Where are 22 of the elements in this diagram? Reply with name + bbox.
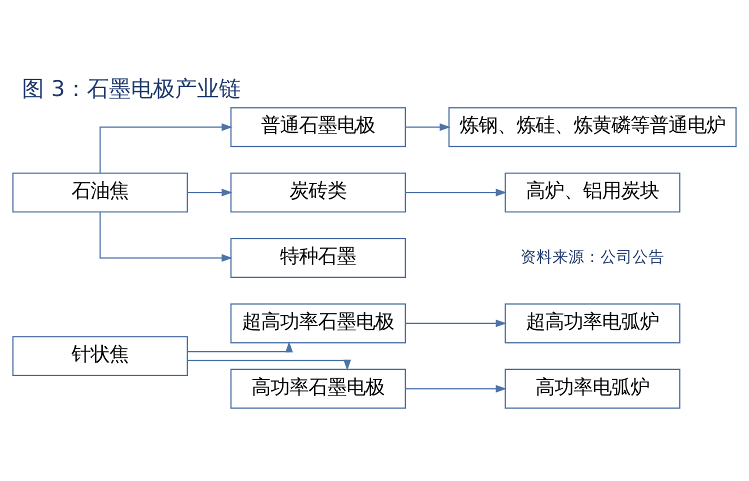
node-box: 炭砖类 xyxy=(230,172,406,212)
caption: 资料来源：公司公告 xyxy=(520,246,665,266)
node-box: 炼钢、炼硅、炼黄磷等普通电炉 xyxy=(448,106,737,147)
arrow xyxy=(406,319,507,327)
node-box: 超高功率石墨电极 xyxy=(230,302,406,343)
node-box: 石油焦 xyxy=(12,172,188,212)
diagram-title: 图 3：石墨电极产业链 xyxy=(22,76,242,102)
node-box: 超高功率电弧炉 xyxy=(504,302,680,343)
arrow xyxy=(187,340,293,352)
node-box: 针状焦 xyxy=(12,336,188,376)
node-box: 特种石墨 xyxy=(230,237,406,278)
node-box: 高功率电弧炉 xyxy=(504,368,680,408)
arrow xyxy=(406,384,507,392)
arrow xyxy=(406,122,451,130)
node-box: 普通石墨电极 xyxy=(230,106,406,147)
node-box: 高功率石墨电极 xyxy=(230,368,406,408)
arrow xyxy=(188,359,352,370)
arrow xyxy=(100,122,233,172)
node-box: 高炉、铝用炭块 xyxy=(504,172,680,212)
arrow xyxy=(406,188,507,196)
arrow xyxy=(100,212,233,262)
arrow xyxy=(188,188,233,196)
